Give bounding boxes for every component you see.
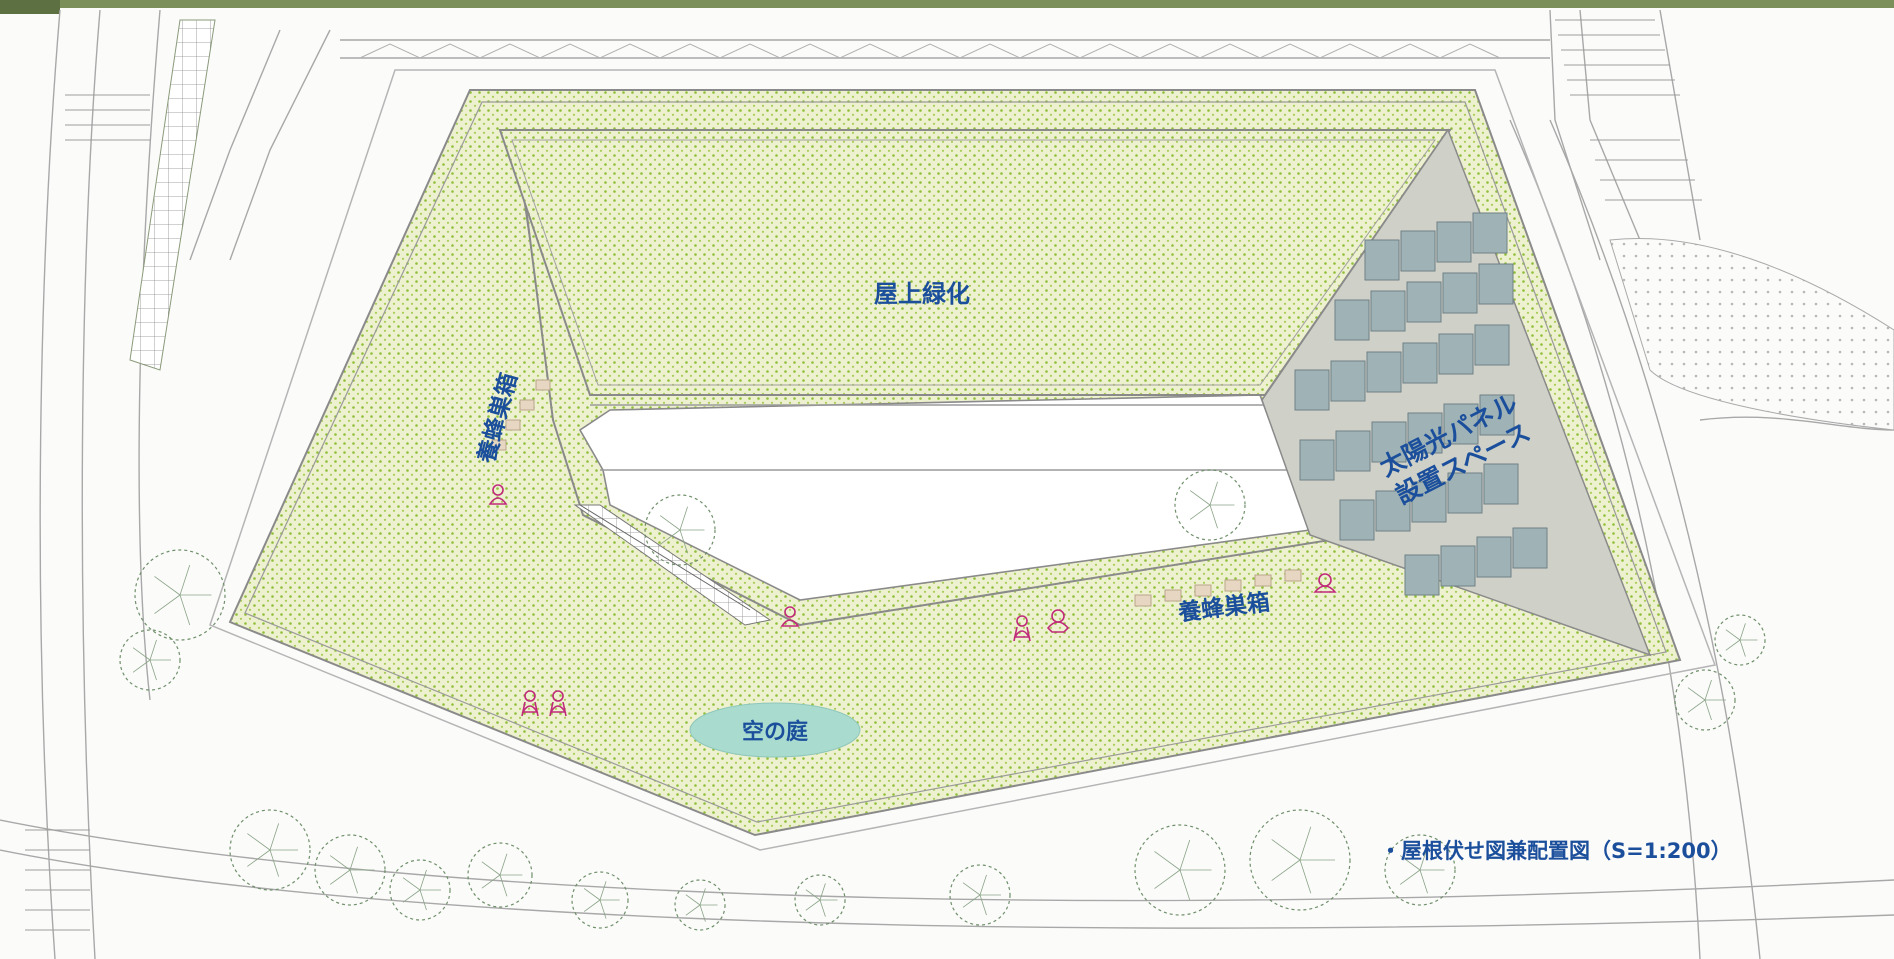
tree-icon bbox=[134, 549, 226, 641]
solar-panel bbox=[1400, 230, 1436, 272]
person-icon bbox=[549, 690, 567, 717]
tree-icon bbox=[314, 834, 386, 906]
tree-icon bbox=[674, 879, 726, 931]
tree-icon bbox=[229, 809, 311, 891]
person-icon bbox=[1013, 615, 1031, 642]
label-rooftop-greening: 屋上緑化 bbox=[874, 280, 970, 308]
gravel-area bbox=[1609, 237, 1894, 431]
solar-panel bbox=[1472, 212, 1508, 254]
solar-panel bbox=[1479, 394, 1515, 436]
solar-panel bbox=[1370, 290, 1406, 332]
solar-panel bbox=[1334, 299, 1370, 341]
solar-panel bbox=[1512, 527, 1548, 569]
solar-panel bbox=[1402, 342, 1438, 384]
tree-icon bbox=[1384, 834, 1456, 906]
solar-panel bbox=[1406, 281, 1442, 323]
tree-icon bbox=[794, 874, 846, 926]
solar-panel bbox=[1299, 439, 1335, 481]
solar-panel bbox=[1411, 481, 1447, 523]
solar-panel bbox=[1438, 333, 1474, 375]
stairs-left bbox=[25, 94, 150, 931]
top-photo-strip bbox=[0, 0, 1894, 8]
tree-icon bbox=[1249, 809, 1351, 911]
sky-garden-pond bbox=[689, 702, 861, 758]
person-icon bbox=[521, 690, 539, 717]
tree-icon bbox=[949, 864, 1011, 926]
solar-panel bbox=[1371, 421, 1407, 463]
site-context-lines bbox=[0, 9, 1894, 959]
solar-panel bbox=[1335, 430, 1371, 472]
tree-icon bbox=[571, 871, 629, 929]
solar-panels bbox=[1294, 212, 1548, 596]
beehive-boxes-right bbox=[1134, 569, 1302, 607]
solar-panel bbox=[1447, 472, 1483, 514]
solar-panel bbox=[1407, 412, 1443, 454]
beehive-boxes-left bbox=[491, 379, 551, 451]
courtyard-ramp bbox=[573, 504, 772, 626]
plan-caption: ・屋根伏せ図兼配置図（S=1:200） bbox=[1380, 839, 1732, 863]
solar-panel bbox=[1436, 221, 1472, 263]
person-icon bbox=[488, 484, 508, 505]
solar-panel bbox=[1443, 403, 1479, 445]
solar-panel bbox=[1366, 351, 1402, 393]
tree-icon bbox=[1674, 669, 1736, 731]
tree-icon bbox=[119, 629, 181, 691]
solar-panel bbox=[1375, 490, 1411, 532]
person-icon bbox=[1313, 573, 1337, 593]
solar-panel bbox=[1440, 545, 1476, 587]
solar-panel bbox=[1364, 239, 1400, 281]
site-boundary bbox=[209, 69, 1717, 851]
person-icon bbox=[780, 606, 800, 627]
solar-panel bbox=[1339, 499, 1375, 541]
solar-panel bbox=[1478, 263, 1514, 305]
tree-icon bbox=[467, 842, 533, 908]
people-figures bbox=[488, 484, 1337, 717]
trees bbox=[119, 469, 1766, 931]
tree-icon bbox=[1174, 469, 1246, 541]
fence-line bbox=[359, 43, 1501, 59]
solar-panel bbox=[1404, 554, 1440, 596]
tree-icon bbox=[1134, 824, 1226, 916]
solar-panel bbox=[1483, 463, 1519, 505]
tree-icon bbox=[1714, 614, 1766, 666]
solar-panel bbox=[1474, 324, 1510, 366]
solar-panel bbox=[1330, 360, 1366, 402]
label-sky-garden: 空の庭 bbox=[742, 719, 808, 745]
solar-panel bbox=[1294, 369, 1330, 411]
solar-panel bbox=[1476, 536, 1512, 578]
tree-icon bbox=[644, 494, 716, 566]
slope-left bbox=[129, 19, 216, 371]
solar-panel bbox=[1442, 272, 1478, 314]
tree-icon bbox=[389, 859, 451, 921]
person-icon bbox=[1046, 609, 1070, 633]
stairs-top-right bbox=[1555, 19, 1702, 201]
